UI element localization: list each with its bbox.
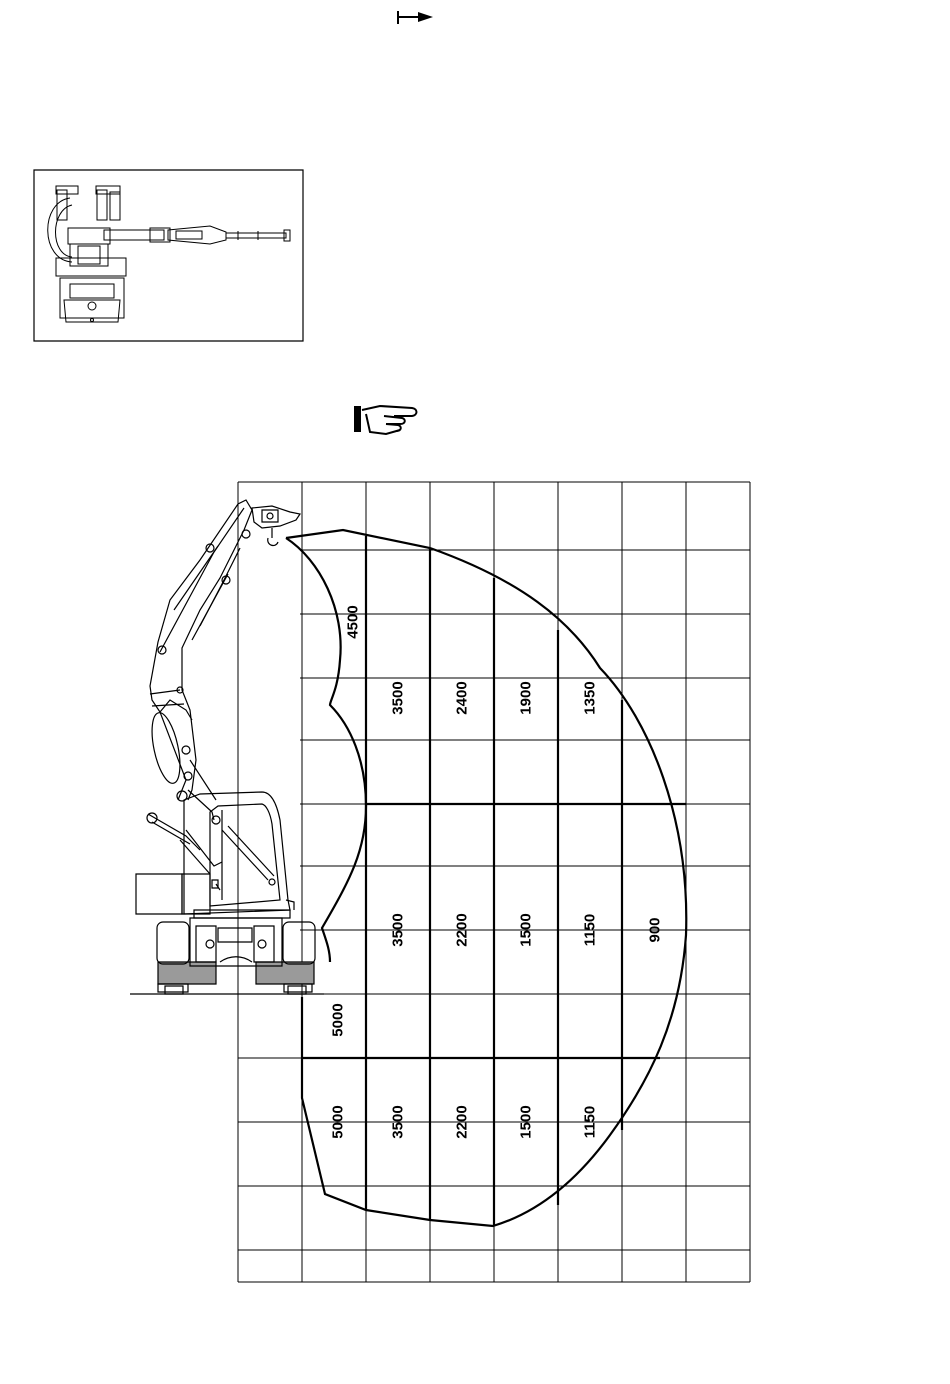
pointing-hand-icon bbox=[354, 406, 417, 434]
load-value-label: 1350 bbox=[582, 681, 599, 714]
load-value-label: 3500 bbox=[390, 681, 407, 714]
load-value-label: 1900 bbox=[518, 681, 535, 714]
load-value-label: 1150 bbox=[582, 914, 599, 947]
load-value-label: 5000 bbox=[330, 1003, 347, 1036]
load-value-label: 2200 bbox=[454, 913, 471, 946]
load-value-label: 5000 bbox=[330, 1105, 347, 1138]
excavator-side-view bbox=[130, 500, 324, 994]
load-value-label: 3500 bbox=[390, 1105, 407, 1138]
load-value-label: 3500 bbox=[390, 913, 407, 946]
arrow-right-icon bbox=[398, 11, 433, 24]
load-value-label: 2200 bbox=[454, 1105, 471, 1138]
load-value-label: 2400 bbox=[454, 681, 471, 714]
load-value-label: 4500 bbox=[345, 605, 362, 638]
load-value-label: 900 bbox=[647, 917, 664, 942]
load-value-label: 1500 bbox=[518, 913, 535, 946]
load-value-label: 1150 bbox=[582, 1106, 599, 1139]
load-value-label: 1500 bbox=[518, 1105, 535, 1138]
top-view-inset bbox=[34, 170, 303, 341]
